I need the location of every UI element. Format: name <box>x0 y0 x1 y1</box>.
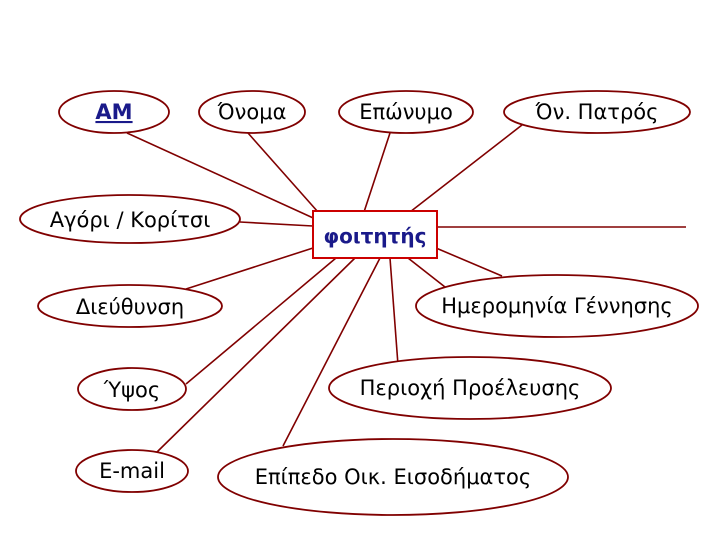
attribute-label: ΑΜ <box>95 100 132 124</box>
connector-agori-koritsi <box>239 221 314 227</box>
connector-hmerominia <box>435 247 503 277</box>
attribute-outline <box>75 449 189 493</box>
entity-box <box>312 210 438 259</box>
attribute-agori-koritsi[interactable]: Αγόρι / Κορίτσι <box>19 194 241 244</box>
attribute-label: Ημερομηνία Γέννησης <box>441 294 672 318</box>
connector-on-patros <box>409 124 523 213</box>
attribute-periochi[interactable]: Περιοχή Προέλευσης <box>328 356 612 420</box>
connector-ypsos-a <box>185 257 337 385</box>
connector-hmerominia-b <box>407 257 446 288</box>
attribute-email[interactable]: E-mail <box>75 449 189 493</box>
attribute-label: E-mail <box>99 459 165 483</box>
attribute-label: Περιοχή Προέλευσης <box>360 376 581 400</box>
attribute-outline <box>338 90 474 134</box>
attribute-label: Αγόρι / Κορίτσι <box>50 208 211 232</box>
entity-label: φοιτητής <box>323 224 426 248</box>
connector-onoma <box>247 132 319 213</box>
attribute-outline <box>198 90 306 134</box>
attribute-outline <box>58 90 170 134</box>
connector-dieythynsi <box>185 247 314 290</box>
attribute-on-patros[interactable]: Όν. Πατρός <box>503 90 691 134</box>
connector-periochi <box>389 257 399 366</box>
attribute-label: Επώνυμο <box>359 100 453 124</box>
connector-email <box>156 257 356 453</box>
connectors <box>126 124 686 453</box>
attribute-label: Όνομα <box>217 100 287 124</box>
attribute-outline <box>19 194 241 244</box>
attribute-label: Όν. Πατρός <box>535 100 659 124</box>
attribute-eisodima[interactable]: Επίπεδο Οικ. Εισοδήματος <box>217 438 569 516</box>
attribute-ypsos[interactable]: Ύψος <box>77 367 187 411</box>
attribute-label: Επίπεδο Οικ. Εισοδήματος <box>255 465 531 489</box>
attribute-outline <box>328 356 612 420</box>
connector-eisodima <box>282 257 381 447</box>
attribute-outline <box>217 438 569 516</box>
connector-eponymo <box>363 132 391 213</box>
attribute-am[interactable]: ΑΜ <box>58 90 170 134</box>
attribute-outline <box>37 284 223 328</box>
connector-am <box>126 132 323 223</box>
attribute-onoma[interactable]: Όνομα <box>198 90 306 134</box>
attribute-label: Διεύθυνση <box>76 295 184 319</box>
attribute-label: Ύψος <box>103 378 160 402</box>
attribute-outline <box>77 367 187 411</box>
attribute-dieythynsi[interactable]: Διεύθυνση <box>37 284 223 328</box>
attribute-outline <box>415 274 699 338</box>
attribute-outline <box>503 90 691 134</box>
attribute-hmerominia[interactable]: Ημερομηνία Γέννησης <box>415 274 699 338</box>
attribute-eponymo[interactable]: Επώνυμο <box>338 90 474 134</box>
entity-foititis[interactable]: φοιτητής <box>312 210 438 259</box>
